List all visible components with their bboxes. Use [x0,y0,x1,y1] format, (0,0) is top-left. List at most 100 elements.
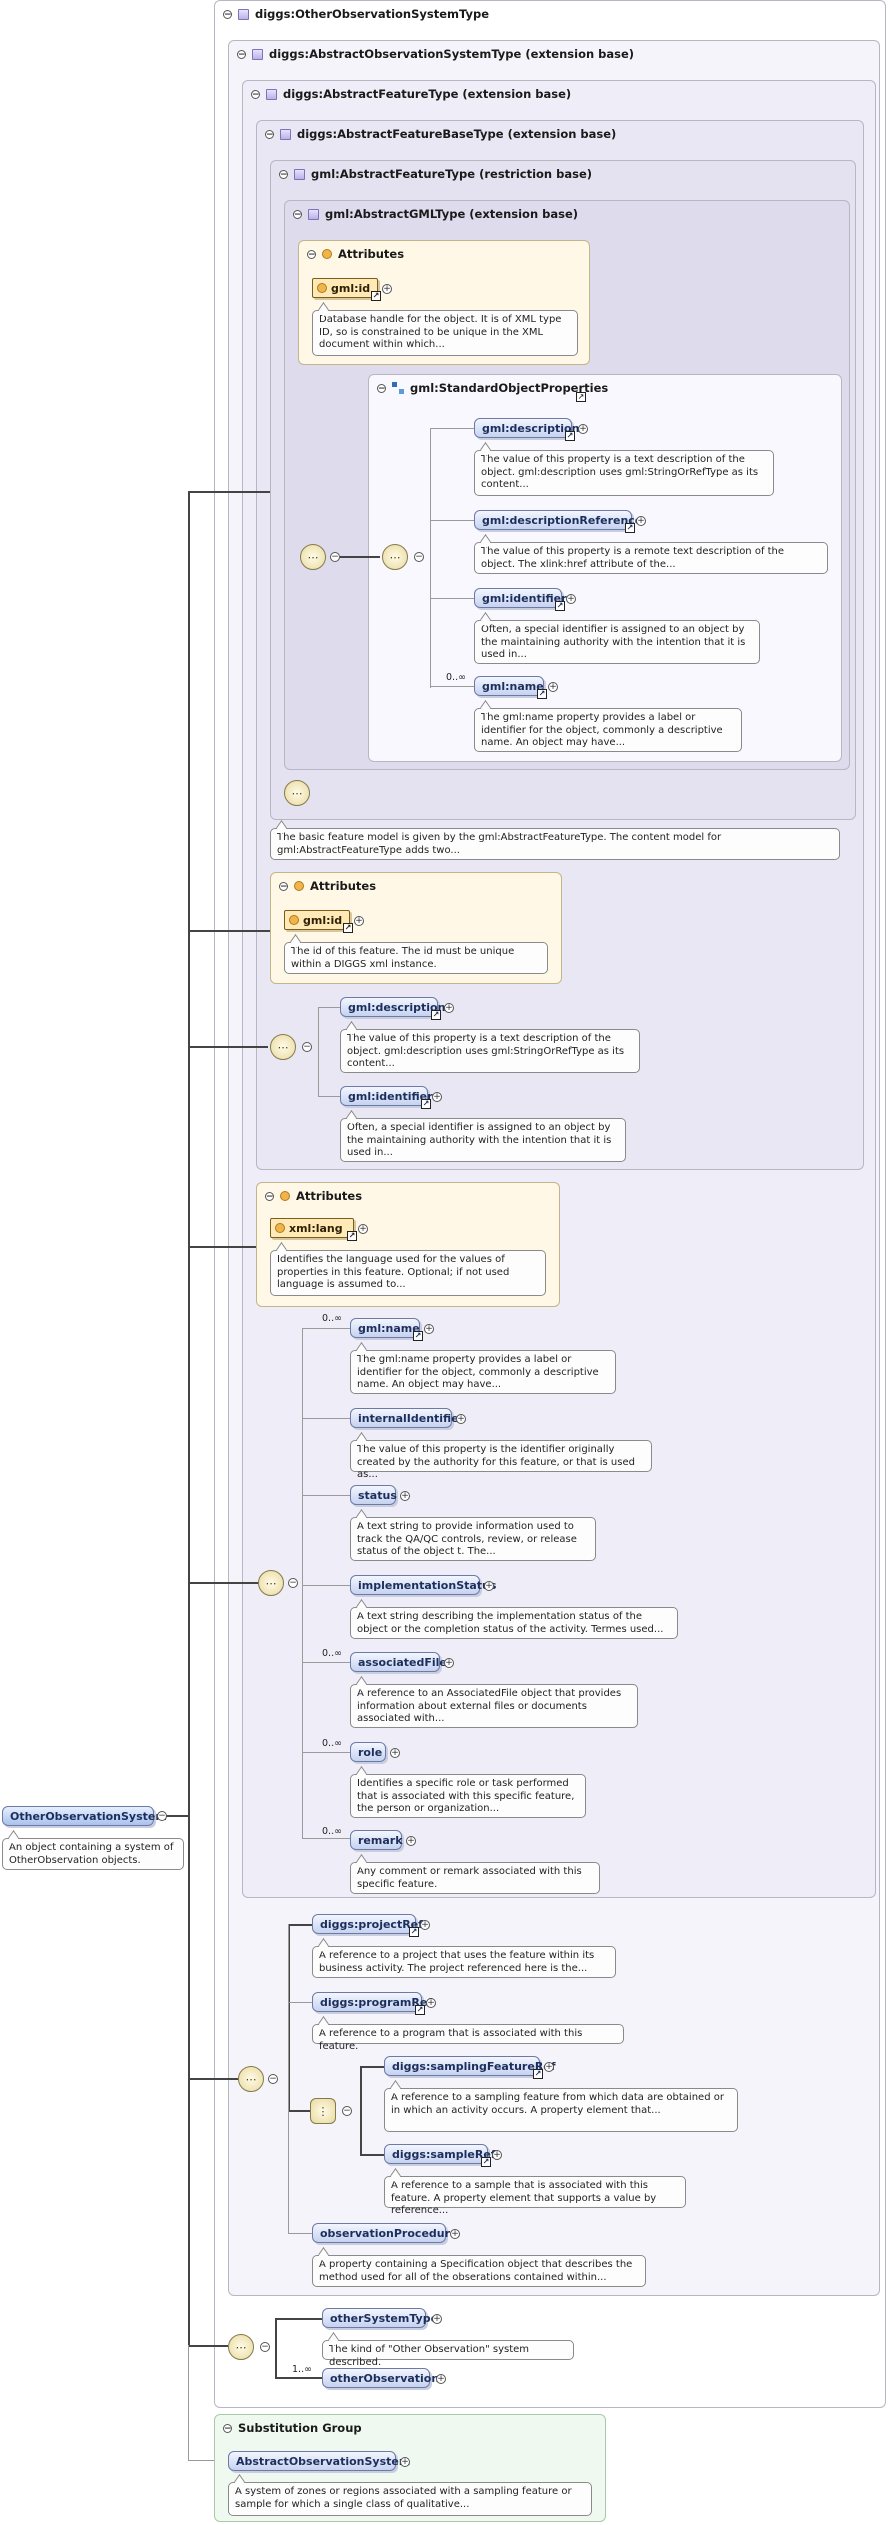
doc-status: A text string to provide information use… [350,1517,596,1561]
element-gml-description[interactable]: gml:description↗ [474,418,579,441]
doc-base-gml-id: The id of this feature. The id must be u… [284,942,548,974]
expand-icon[interactable]: + [456,1414,466,1424]
element-other-system-type[interactable]: otherSystemType [322,2308,438,2328]
attribute-icon [294,881,304,891]
collapse-toggle[interactable]: − [307,249,316,260]
sequence-compositor-icon[interactable]: ⋯ [238,2066,264,2092]
element-program-ref[interactable]: diggs:programRef↗ [312,1992,432,2015]
element-base-gml-identifier[interactable]: gml:identifier↗ [340,1086,433,1109]
collapse-icon[interactable]: − [260,2342,270,2352]
doc-role: Identifies a specific role or task perfo… [350,1774,586,1818]
sequence-compositor-icon[interactable]: ⋯ [228,2334,254,2360]
element-observation-procedure[interactable]: observationProcedure [312,2223,458,2243]
element-gml-name[interactable]: gml:name↗ [350,1318,423,1341]
collapse-icon[interactable]: − [330,552,340,562]
expand-icon[interactable]: + [420,1920,430,1930]
collapse-icon[interactable]: − [342,2106,352,2116]
collapse-toggle[interactable]: − [293,209,302,220]
collapse-icon[interactable]: − [288,1578,298,1588]
sequence-compositor-icon[interactable]: ⋯ [258,1570,284,1596]
link-icon[interactable]: ↗ [625,523,635,533]
expand-icon[interactable]: + [566,594,576,604]
link-icon[interactable]: ↗ [421,1099,431,1109]
element-implementation-status[interactable]: implementationStatus [350,1575,496,1595]
link-icon[interactable]: ↗ [409,1927,419,1937]
element-gml-description-reference[interactable]: gml:descriptionReference↗ [474,510,642,533]
expand-icon[interactable]: + [400,1491,410,1501]
link-icon[interactable]: ↗ [413,1331,423,1341]
expand-icon[interactable]: + [436,2374,446,2384]
collapse-icon[interactable]: − [414,552,424,562]
doc-internal-identifier: The value of this property is the identi… [350,1440,652,1480]
collapse-toggle[interactable]: − [223,9,232,20]
link-icon[interactable]: ↗ [533,2069,543,2079]
expand-icon[interactable]: + [544,2062,554,2072]
collapse-toggle[interactable]: − [251,89,260,100]
expand-icon[interactable]: + [390,1748,400,1758]
link-icon[interactable]: ↗ [565,431,575,441]
expand-icon[interactable]: + [484,1581,494,1591]
link-icon[interactable]: ↗ [415,2005,425,2015]
expand-icon[interactable]: + [354,916,364,926]
collapse-icon[interactable]: − [157,1811,167,1821]
element-associated-file[interactable]: associatedFile [350,1652,447,1672]
expand-icon[interactable]: + [432,2314,442,2324]
link-icon[interactable]: ↗ [371,291,381,301]
element-gml-name[interactable]: gml:name↗ [474,676,547,699]
expand-icon[interactable]: + [444,1003,454,1013]
link-icon[interactable]: ↗ [431,1010,441,1020]
sequence-compositor-icon[interactable]: ⋯ [300,544,326,570]
expand-icon[interactable]: + [400,2457,410,2467]
link-icon[interactable]: ↗ [347,1231,357,1241]
link-icon[interactable]: ↗ [537,689,547,699]
sequence-compositor-icon[interactable]: ⋯ [382,544,408,570]
element-other-observation[interactable]: otherObservation [322,2368,439,2388]
expand-icon[interactable]: + [424,1324,434,1334]
element-abstract-observation-system[interactable]: AbstractObservationSystem [228,2451,410,2471]
collapse-toggle[interactable]: − [279,881,288,892]
attribute-gml-id[interactable]: gml:id↗ [284,910,353,933]
expand-icon[interactable]: + [406,1836,416,1846]
doc-other-system-type: The kind of "Other Observation" system d… [322,2340,574,2368]
element-remark[interactable]: remark [350,1830,403,1850]
choice-compositor-icon[interactable]: ⋮ [310,2098,336,2124]
element-base-gml-description[interactable]: gml:description↗ [340,997,445,1020]
link-icon[interactable]: ↗ [481,2157,491,2167]
element-project-ref[interactable]: diggs:projectRef↗ [312,1914,423,1937]
collapse-toggle[interactable]: − [237,49,246,60]
expand-icon[interactable]: + [444,1658,454,1668]
link-icon[interactable]: ↗ [576,392,586,402]
collapse-toggle[interactable]: − [377,383,386,394]
element-sampling-feature-ref[interactable]: diggs:samplingFeatureRef↗ [384,2056,556,2079]
collapse-toggle[interactable]: − [265,129,274,140]
root-element[interactable]: OtherObservationSystem [2,1806,167,1826]
expand-icon[interactable]: + [548,682,558,692]
doc-sampling-feature-ref: A reference to a sampling feature from w… [384,2088,738,2132]
collapse-toggle[interactable]: − [279,169,288,180]
doc-program-ref: A reference to a program that is associa… [312,2024,624,2052]
element-internal-identifier[interactable]: internalIdentifier [350,1408,464,1428]
collapse-toggle[interactable]: − [265,1191,274,1202]
element-gml-identifier[interactable]: gml:identifier↗ [474,588,567,611]
link-icon[interactable]: ↗ [555,601,565,611]
sequence-compositor-icon[interactable]: ⋯ [270,1034,296,1060]
element-sample-ref[interactable]: diggs:sampleRef↗ [384,2144,496,2167]
expand-icon[interactable]: + [578,424,588,434]
collapse-toggle[interactable]: − [223,2423,232,2434]
expand-icon[interactable]: + [358,1224,368,1234]
expand-icon[interactable]: + [432,1092,442,1102]
expand-icon[interactable]: + [426,1998,436,2008]
expand-icon[interactable]: + [492,2150,502,2160]
attribute-xml-lang[interactable]: xml:lang↗ [270,1218,357,1241]
element-role[interactable]: role [350,1742,386,1762]
collapse-icon[interactable]: − [302,1042,312,1052]
doc-implementation-status: A text string describing the implementat… [350,1607,678,1639]
collapse-icon[interactable]: − [268,2074,278,2084]
element-status[interactable]: status [350,1485,397,1505]
expand-icon[interactable]: + [450,2229,460,2239]
sequence-compositor-icon[interactable]: ⋯ [284,780,310,806]
attribute-gml-id[interactable]: gml:id↗ [312,278,381,301]
link-icon[interactable]: ↗ [343,923,353,933]
expand-icon[interactable]: + [636,516,646,526]
expand-icon[interactable]: + [382,284,392,294]
